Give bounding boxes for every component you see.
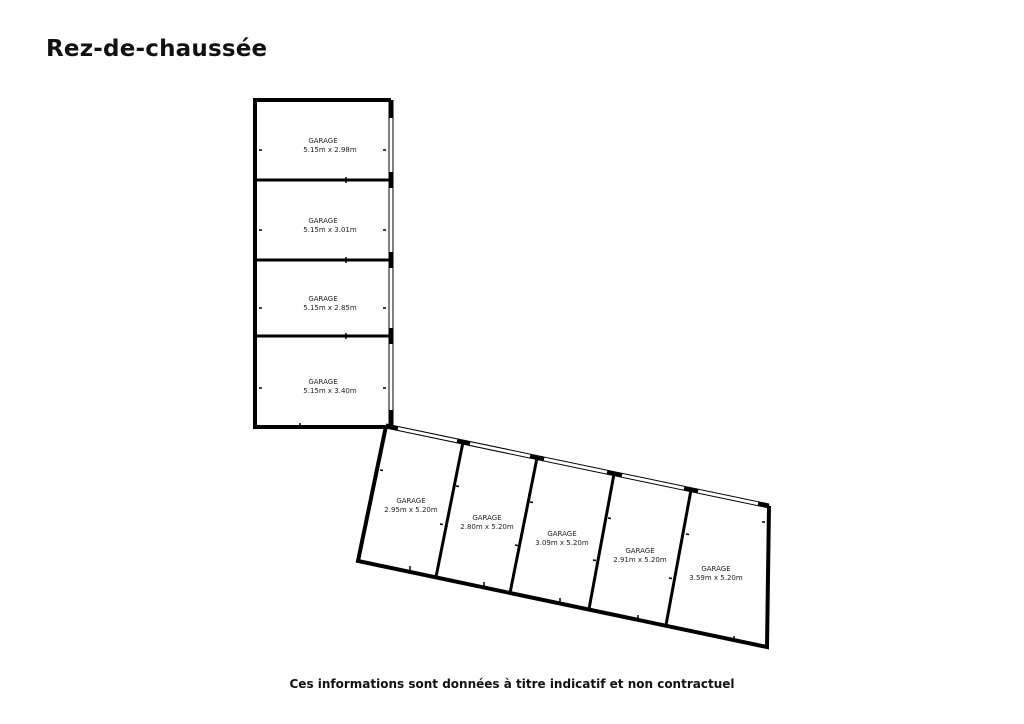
room-label: GARAGE 5.15m x 3.40m bbox=[303, 378, 357, 395]
room-label: GARAGE 5.15m x 2.85m bbox=[303, 295, 357, 312]
svg-text:3.09m x 5.20m: 3.09m x 5.20m bbox=[535, 539, 589, 547]
svg-text:GARAGE: GARAGE bbox=[547, 530, 576, 538]
svg-text:GARAGE: GARAGE bbox=[308, 295, 337, 303]
room-label: GARAGE 5.15m x 2.98m bbox=[303, 137, 357, 154]
room-label: GARAGE 3.59m x 5.20m bbox=[689, 565, 743, 582]
svg-text:GARAGE: GARAGE bbox=[472, 514, 501, 522]
svg-text:2.80m x 5.20m: 2.80m x 5.20m bbox=[460, 523, 514, 531]
svg-text:5.15m x 3.40m: 5.15m x 3.40m bbox=[303, 387, 357, 395]
page-title: Rez-de-chaussée bbox=[46, 36, 268, 62]
svg-text:GARAGE: GARAGE bbox=[308, 137, 337, 145]
svg-text:2.95m x 5.20m: 2.95m x 5.20m bbox=[384, 506, 438, 514]
svg-text:GARAGE: GARAGE bbox=[308, 217, 337, 225]
svg-text:2.91m x 5.20m: 2.91m x 5.20m bbox=[613, 556, 667, 564]
svg-text:5.15m x 2.98m: 5.15m x 2.98m bbox=[303, 146, 357, 154]
svg-text:GARAGE: GARAGE bbox=[625, 547, 654, 555]
disclaimer-note: Ces informations sont données à titre in… bbox=[289, 677, 735, 691]
svg-text:5.15m x 2.85m: 5.15m x 2.85m bbox=[303, 304, 357, 312]
room-labels: GARAGE 5.15m x 2.98m GARAGE 5.15m x 3.01… bbox=[303, 137, 743, 582]
room-label: GARAGE 2.91m x 5.20m bbox=[613, 547, 667, 564]
room-label: GARAGE 2.95m x 5.20m bbox=[384, 497, 438, 514]
svg-text:GARAGE: GARAGE bbox=[701, 565, 730, 573]
room-label: GARAGE 5.15m x 3.01m bbox=[303, 217, 357, 234]
svg-text:GARAGE: GARAGE bbox=[396, 497, 425, 505]
svg-text:3.59m x 5.20m: 3.59m x 5.20m bbox=[689, 574, 743, 582]
svg-text:GARAGE: GARAGE bbox=[308, 378, 337, 386]
room-label: GARAGE 3.09m x 5.20m bbox=[535, 530, 589, 547]
svg-text:5.15m x 3.01m: 5.15m x 3.01m bbox=[303, 226, 357, 234]
room-label: GARAGE 2.80m x 5.20m bbox=[460, 514, 514, 531]
vertical-garage-block bbox=[253, 98, 394, 429]
slanted-garage-block bbox=[355, 423, 771, 650]
